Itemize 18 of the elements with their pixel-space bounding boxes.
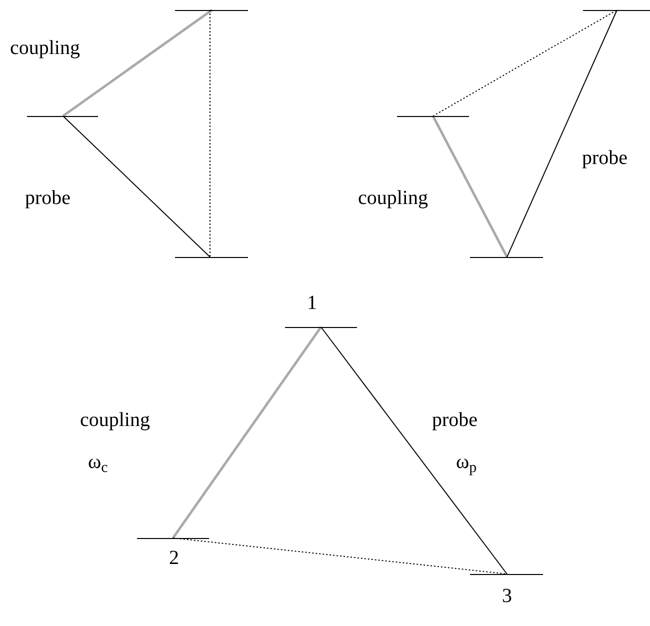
transition-label: probe bbox=[25, 188, 71, 208]
transition-label: coupling bbox=[80, 410, 150, 430]
dotted-transition-line bbox=[432, 10, 618, 116]
level-number: 1 bbox=[307, 293, 317, 313]
level-number: 3 bbox=[502, 586, 512, 606]
transition-label: coupling bbox=[10, 38, 80, 58]
dotted-transition-line bbox=[172, 538, 508, 574]
transition-line bbox=[62, 8, 213, 118]
transition-label: coupling bbox=[358, 188, 428, 208]
transition-line bbox=[506, 10, 618, 258]
transition-line bbox=[432, 115, 508, 258]
level-number: 2 bbox=[169, 548, 179, 568]
transition-label: probe bbox=[432, 410, 478, 430]
transition-line bbox=[320, 326, 508, 574]
transition-line bbox=[62, 116, 210, 258]
transition-label: ω$_{c}$ bbox=[88, 452, 108, 472]
transition-line bbox=[172, 326, 322, 539]
transition-label: probe bbox=[582, 148, 628, 168]
